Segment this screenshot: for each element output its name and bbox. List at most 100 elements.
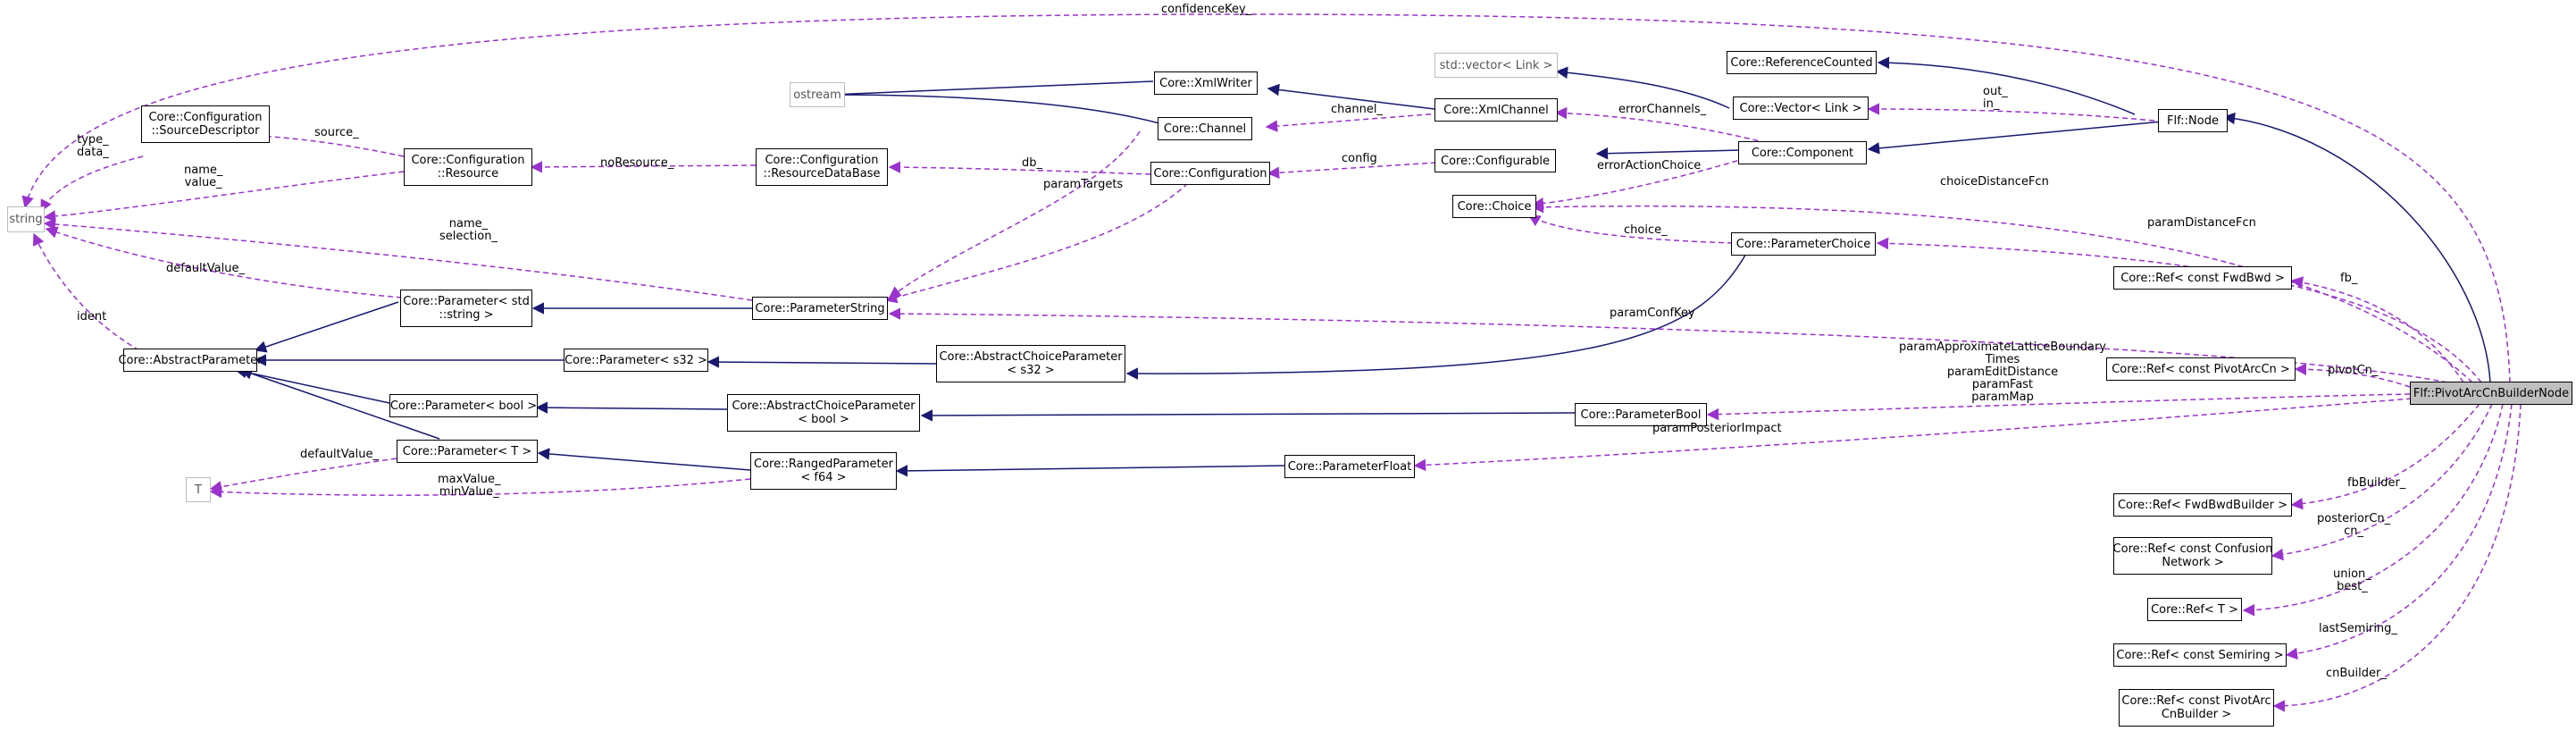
label-errorchannels: errorChannels_ — [1618, 103, 1707, 116]
node-abstractchoiceparameter-bool[interactable]: Core::AbstractChoiceParameter < bool > — [727, 394, 920, 432]
node-ostream[interactable]: ostream — [790, 82, 845, 107]
label-db: db_ — [1022, 156, 1043, 170]
node-ref-confusion-network[interactable]: Core::Ref< const Confusion Network > — [2113, 537, 2272, 575]
node-parameterfloat[interactable]: Core::ParameterFloat — [1284, 455, 1415, 478]
edge-paramstdstring-abstractparam — [254, 301, 399, 353]
edge-flfnode-component — [1867, 119, 2182, 155]
node-xmlchannel[interactable]: Core::XmlChannel — [1434, 98, 1558, 122]
label-name-selection: name_ selection_ — [439, 217, 498, 243]
edge-focus-flfnode — [2222, 112, 2491, 383]
label-defaultvalue-T: defaultValue_ — [300, 448, 379, 461]
label-out-in: out_ in_ — [1983, 85, 2008, 111]
node-T[interactable]: T — [186, 477, 211, 502]
node-parameterchoice[interactable]: Core::ParameterChoice — [1731, 232, 1876, 256]
label-paramtargets: paramTargets — [1043, 178, 1124, 191]
node-ref-pivotarccn[interactable]: Core::Ref< const PivotArcCn > — [2106, 357, 2296, 381]
label-param-bools: paramApproximateLatticeBoundary Times pa… — [1899, 340, 2107, 404]
label-ident: ident — [77, 310, 107, 323]
node-pivotarccnbuildernode[interactable]: Flf::PivotArcCnBuilderNode — [2410, 382, 2572, 405]
edge-focus-paramchoice — [1876, 237, 2482, 383]
edge-paramstdstring-string — [45, 226, 403, 298]
node-std-vector-link[interactable]: std::vector< Link > — [1434, 53, 1558, 78]
node-parameter-bool[interactable]: Core::Parameter< bool > — [389, 394, 538, 417]
edge-focus-choice — [1531, 201, 2473, 383]
node-ref-T[interactable]: Core::Ref< T > — [2147, 598, 2242, 621]
edge-focus-refpivotarcbuilder — [2272, 403, 2522, 712]
edge-paramchoice-choice — [1527, 214, 1734, 244]
label-fb: fb_ — [2340, 272, 2358, 285]
edge-ranged-T — [209, 478, 751, 499]
edge-xmlwriter-ostream — [829, 80, 1154, 101]
label-config: config — [1342, 152, 1377, 165]
node-sourcedescriptor[interactable]: Core::Configuration ::SourceDescriptor — [141, 105, 270, 143]
node-parameter-s32[interactable]: Core::Parameter< s32 > — [564, 349, 708, 372]
edge-focus-paramfloat — [1413, 398, 2413, 472]
label-pivotcn: pivotCn_ — [2328, 364, 2379, 377]
edge-component-xmlchannel — [1554, 106, 1768, 144]
edge-flfnode-refcounted — [1877, 56, 2136, 115]
label-type-data: type_ data_ — [77, 133, 109, 159]
label-channel: channel_ — [1331, 103, 1383, 116]
edge-configurable-configuration — [1267, 162, 1437, 179]
edge-focus-reffwdbwdbuilder — [2290, 403, 2480, 510]
edge-focus-refpivotarccn — [2294, 363, 2411, 388]
edge-component-configurable — [1595, 147, 1741, 160]
node-parameterstring[interactable]: Core::ParameterString — [752, 297, 888, 320]
node-resourcedatabase[interactable]: Core::Configuration ::ResourceDataBase — [756, 148, 888, 186]
edge-flfnode-vectorlink — [1867, 103, 2155, 122]
edge-resourcedb-resource — [530, 161, 757, 173]
label-lastsemiring: lastSemiring_ — [2319, 622, 2397, 635]
node-xmlwriter[interactable]: Core::XmlWriter — [1154, 71, 1258, 95]
node-rangedparameter[interactable]: Core::RangedParameter < f64 > — [750, 452, 897, 490]
edge-channel-paramstring — [888, 130, 1141, 298]
label-posteriorcn-cn: posteriorCn_ cn_ — [2317, 512, 2391, 538]
node-vector-link[interactable]: Core::Vector< Link > — [1733, 97, 1869, 120]
edge-focus-paramstring — [888, 307, 2448, 383]
node-ref-pivotarccnbuilder[interactable]: Core::Ref< const PivotArc CnBuilder > — [2119, 689, 2274, 727]
edge-parambool-abstractparam — [234, 366, 390, 404]
label-cnbuilder: cnBuilder_ — [2326, 667, 2387, 680]
node-configurable[interactable]: Core::Configurable — [1434, 149, 1556, 172]
edge-focus-string-confidenceKey — [21, 13, 2511, 383]
edge-xmlchannel-channel — [1265, 113, 1441, 132]
node-resource[interactable]: Core::Configuration ::Resource — [404, 148, 532, 186]
label-confidencekey: confidenceKey_ — [1161, 3, 1252, 16]
node-abstractchoiceparameter-s32[interactable]: Core::AbstractChoiceParameter < s32 > — [936, 345, 1125, 382]
node-abstractparameter[interactable]: Core::AbstractParameter — [118, 349, 263, 372]
node-referencecounted[interactable]: Core::ReferenceCounted — [1727, 51, 1877, 74]
label-union-best: union_ best_ — [2333, 567, 2371, 593]
label-erroractionchoice: errorActionChoice — [1597, 159, 1702, 172]
node-parameter-std-string[interactable]: Core::Parameter< std ::string > — [400, 290, 532, 327]
edge-ranged-paramT — [537, 448, 751, 471]
label-fbbuilder: fbBuilder_ — [2347, 476, 2406, 490]
node-component[interactable]: Core::Component — [1738, 141, 1867, 164]
edge-focus-parameterbool — [1706, 393, 2411, 421]
label-paramconfkey: paramConfKey — [1610, 307, 1695, 320]
node-string[interactable]: string — [7, 206, 45, 232]
label-noresource: noResource_ — [600, 156, 674, 170]
node-parameterbool[interactable]: Core::ParameterBool — [1575, 403, 1707, 426]
node-ref-fwdbwdbuilder[interactable]: Core::Ref< FwdBwdBuilder > — [2113, 493, 2292, 517]
edge-parameterbool-abschoicebool — [920, 409, 1576, 422]
edge-abschoicebool-parambool — [535, 401, 728, 414]
node-parameter-T[interactable]: Core::Parameter< T > — [397, 440, 538, 463]
node-flf-node[interactable]: Flf::Node — [2158, 109, 2228, 132]
edge-component-choice — [1531, 157, 1747, 210]
label-choice: choice_ — [1624, 223, 1668, 237]
label-paramdistancefcn: paramDistanceFcn — [2147, 216, 2256, 230]
node-channel[interactable]: Core::Channel — [1158, 117, 1252, 140]
edge-paramchoice-abschoices32 — [1125, 251, 1748, 380]
node-ref-fwdbwd[interactable]: Core::Ref< const FwdBwd > — [2113, 266, 2292, 290]
node-ref-semiring[interactable]: Core::Ref< const Semiring > — [2113, 643, 2287, 667]
node-configuration[interactable]: Core::Configuration — [1150, 162, 1270, 185]
edge-channel-ostream — [829, 88, 1160, 124]
edge-vectorlink-stdvector — [1555, 66, 1730, 109]
edge-abstractparam-string — [32, 232, 140, 351]
edge-paramstring-string — [43, 218, 753, 301]
label-name-value: name_ value_ — [184, 164, 223, 189]
edge-configuration-paramstring — [884, 182, 1189, 304]
node-choice[interactable]: Core::Choice — [1452, 195, 1536, 218]
label-choicedistancefcn: choiceDistanceFcn — [1940, 175, 2049, 189]
